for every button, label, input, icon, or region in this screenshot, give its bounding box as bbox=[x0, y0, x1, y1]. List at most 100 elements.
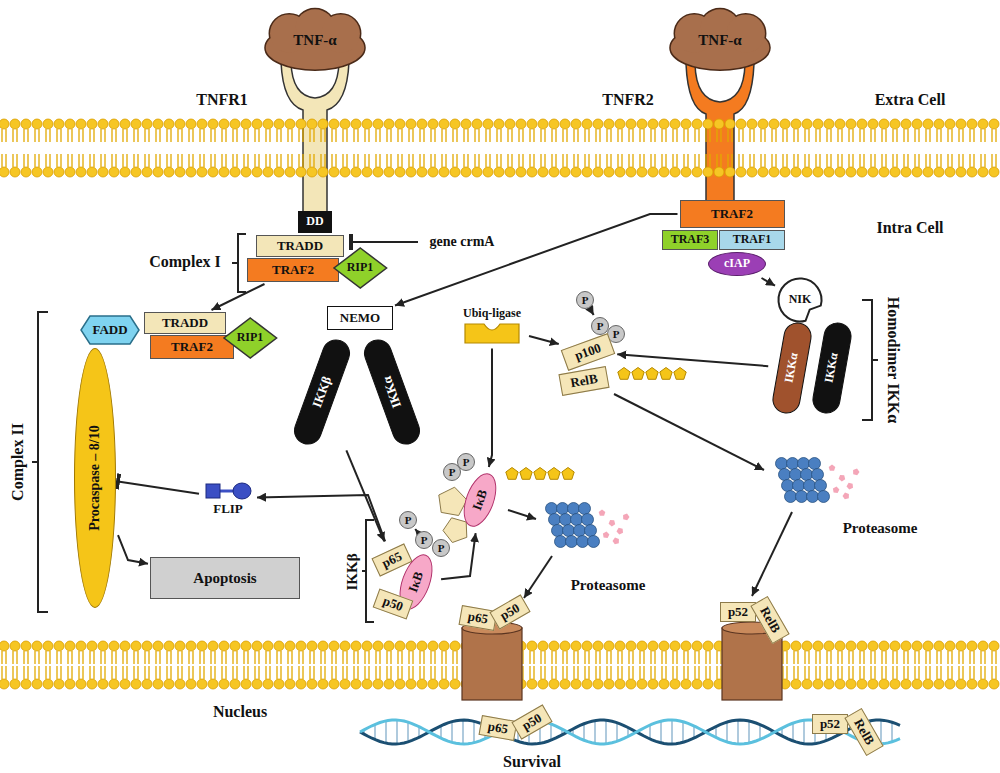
node-label: Procaspase – 8/10 bbox=[87, 425, 102, 531]
lipid-tail bbox=[34, 154, 35, 167]
lipid-tail bbox=[929, 129, 930, 142]
lipid-tail bbox=[782, 154, 783, 167]
lipid-head bbox=[758, 167, 768, 177]
lipid-tail bbox=[632, 154, 633, 167]
lipid-tail bbox=[885, 651, 886, 664]
lipid-head bbox=[681, 119, 691, 129]
lipid-head bbox=[197, 679, 207, 689]
lipid-tail bbox=[122, 651, 123, 664]
lipid-head bbox=[98, 119, 108, 129]
dna-rung bbox=[682, 722, 683, 743]
lipid-tail bbox=[764, 154, 765, 167]
lipid-tail bbox=[881, 129, 882, 142]
lipid-tail bbox=[848, 154, 849, 167]
lipid-head bbox=[692, 119, 702, 129]
lipid-tail bbox=[412, 651, 413, 664]
lipid-head bbox=[54, 167, 64, 177]
lipid-tail bbox=[654, 651, 655, 664]
lipid-tail bbox=[23, 666, 24, 679]
lipid-tail bbox=[313, 651, 314, 664]
lipid-tail bbox=[357, 651, 358, 664]
lipid-tail bbox=[225, 651, 226, 664]
ligand-blob: TNF-α bbox=[259, 8, 371, 72]
lipid-head bbox=[494, 119, 504, 129]
lipid-head bbox=[109, 679, 119, 689]
process-box: DD bbox=[298, 211, 332, 233]
lipid-tail bbox=[573, 666, 574, 679]
lipid-tail bbox=[236, 154, 237, 167]
lipid-tail bbox=[716, 666, 717, 679]
lipid-head bbox=[604, 679, 614, 689]
lipid-head bbox=[120, 119, 130, 129]
lipid-tail bbox=[819, 666, 820, 679]
lipid-head bbox=[197, 167, 207, 177]
lipid-tail bbox=[445, 651, 446, 664]
lipid-tail bbox=[529, 129, 530, 142]
adaptor-hexagon: FADD bbox=[80, 315, 140, 345]
lipid-tail bbox=[401, 651, 402, 664]
lipid-head bbox=[560, 119, 570, 129]
lipid-head bbox=[153, 119, 163, 129]
process-box: p52 bbox=[812, 714, 848, 734]
lipid-head bbox=[252, 679, 262, 689]
lipid-tail bbox=[540, 651, 541, 664]
lipid-tail bbox=[463, 154, 464, 167]
lipid-tail bbox=[34, 666, 35, 679]
lipid-tail bbox=[78, 666, 79, 679]
lipid-head bbox=[835, 679, 845, 689]
lipid-tail bbox=[830, 154, 831, 167]
lipid-tail bbox=[896, 651, 897, 664]
lipid-tail bbox=[617, 651, 618, 664]
lipid-head bbox=[351, 679, 361, 689]
lipid-head bbox=[868, 119, 878, 129]
lipid-head bbox=[252, 641, 262, 651]
lipid-head bbox=[659, 119, 669, 129]
lipid-tail bbox=[100, 666, 101, 679]
lipid-head bbox=[626, 641, 636, 651]
lipid-tail bbox=[280, 154, 281, 167]
dna-rung bbox=[649, 725, 650, 739]
lipid-head bbox=[835, 641, 845, 651]
oval-node: cIAP bbox=[708, 252, 766, 276]
lipid-tail bbox=[331, 666, 332, 679]
lipid-head bbox=[549, 167, 559, 177]
icon bbox=[463, 321, 521, 345]
lipid-head bbox=[186, 119, 196, 129]
lipid-head bbox=[483, 119, 493, 129]
lipid-tail bbox=[672, 651, 673, 664]
lipid-tail bbox=[661, 154, 662, 167]
lipid-tail bbox=[973, 129, 974, 142]
lipid-tail bbox=[874, 154, 875, 167]
lipid-tail bbox=[929, 666, 930, 679]
lipid-tail bbox=[474, 129, 475, 142]
lipid-head bbox=[373, 679, 383, 689]
lipid-head bbox=[571, 119, 581, 129]
lipid-head bbox=[164, 119, 174, 129]
lipid-tail bbox=[16, 666, 17, 679]
lipid-head bbox=[703, 167, 713, 177]
lipid-tail bbox=[969, 651, 970, 664]
lipid-tail bbox=[628, 651, 629, 664]
phosphate-circle: P bbox=[576, 291, 594, 309]
lipid-head bbox=[615, 167, 625, 177]
lipid-tail bbox=[166, 154, 167, 167]
lipid-tail bbox=[188, 651, 189, 664]
lipid-head bbox=[142, 119, 152, 129]
lipid-tail bbox=[793, 651, 794, 664]
lipid-tail bbox=[170, 651, 171, 664]
lipid-tail bbox=[720, 129, 721, 142]
lipid-head bbox=[131, 167, 141, 177]
lipid-tail bbox=[60, 129, 61, 142]
lipid-tail bbox=[819, 651, 820, 664]
lipid-tail bbox=[331, 129, 332, 142]
lipid-head bbox=[0, 679, 9, 689]
lipid-tail bbox=[390, 154, 391, 167]
lipid-tail bbox=[874, 651, 875, 664]
lipid-tail bbox=[588, 666, 589, 679]
lipid-tail bbox=[870, 154, 871, 167]
lipid-tail bbox=[676, 129, 677, 142]
lipid-tail bbox=[221, 666, 222, 679]
lipid-tail bbox=[896, 154, 897, 167]
phosphate-circle: P bbox=[457, 453, 475, 471]
lipid-head bbox=[219, 167, 229, 177]
